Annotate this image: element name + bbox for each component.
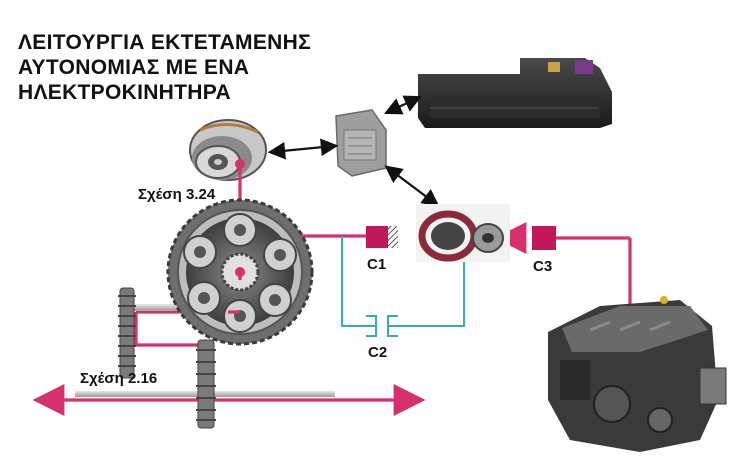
arrow-inverter-battery bbox=[384, 95, 422, 115]
clutch-c3-icon bbox=[532, 226, 556, 250]
output-gear-icon bbox=[196, 339, 216, 429]
title-line-1: ΛΕΙΤΟΥΡΓΙΑ ΕΚΤΕΤΑΜΕΝΗΣ bbox=[18, 31, 311, 54]
combustion-engine-icon bbox=[548, 296, 727, 452]
battery-pack-icon bbox=[418, 58, 612, 128]
arrow-motor-inverter bbox=[267, 138, 339, 160]
clutch-c1-icon bbox=[366, 226, 398, 248]
ratio-bottom-label: Σχέση 2.16 bbox=[80, 370, 158, 387]
generator-icon bbox=[416, 204, 510, 262]
clutch-c2-label: C2 bbox=[368, 344, 388, 361]
clutch-c1-label: C1 bbox=[367, 256, 387, 273]
clutch-c3-label: C3 bbox=[533, 258, 553, 275]
clutch-linkage-line bbox=[341, 236, 465, 337]
title-line-2: ΑΥΤΟΝΟΜΙΑΣ ΜΕ ΕΝΑ bbox=[18, 56, 250, 79]
inverter-unit-icon bbox=[335, 109, 387, 177]
diagram-title: ΛΕΙΤΟΥΡΓΙΑ ΕΚΤΕΤΑΜΕΝΗΣ ΑΥΤΟΝΟΜΙΑΣ ΜΕ ΕΝΑ… bbox=[18, 30, 311, 105]
electric-motor-icon bbox=[189, 119, 267, 181]
ratio-top-label: Σχέση 3.24 bbox=[138, 186, 216, 203]
title-line-3: ΗΛΕΚΤΡΟΚΙΝΗΤΗΡΑ bbox=[18, 81, 231, 104]
counter-gear-icon bbox=[118, 287, 136, 379]
arrow-inverter-generator bbox=[384, 165, 440, 207]
